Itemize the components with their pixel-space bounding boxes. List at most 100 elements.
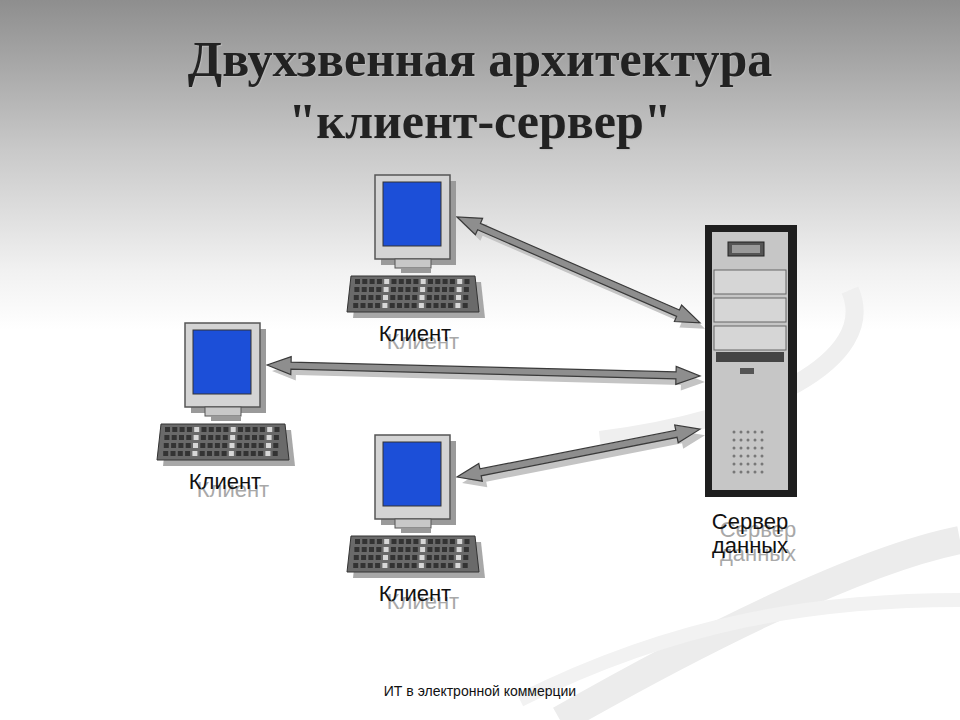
key bbox=[406, 279, 411, 284]
key bbox=[231, 427, 236, 432]
key bbox=[178, 451, 183, 456]
key bbox=[384, 287, 389, 292]
key bbox=[178, 443, 183, 448]
key bbox=[399, 279, 404, 284]
vent-hole bbox=[733, 431, 736, 434]
key bbox=[435, 547, 440, 552]
key bbox=[258, 451, 263, 456]
key bbox=[434, 563, 439, 568]
key bbox=[390, 303, 395, 308]
key bbox=[392, 539, 397, 544]
key bbox=[412, 555, 417, 560]
key bbox=[455, 563, 460, 568]
vent-hole bbox=[747, 447, 750, 450]
key bbox=[442, 287, 447, 292]
key bbox=[450, 279, 455, 284]
key bbox=[457, 287, 462, 292]
key bbox=[172, 435, 177, 440]
key bbox=[441, 555, 446, 560]
computer-icon bbox=[345, 172, 485, 322]
tower-front bbox=[712, 232, 788, 490]
key bbox=[245, 427, 250, 432]
key bbox=[193, 443, 198, 448]
screen bbox=[383, 182, 441, 246]
vent-hole bbox=[761, 431, 764, 434]
key bbox=[384, 279, 389, 284]
double-arrow bbox=[267, 357, 705, 391]
key bbox=[370, 539, 375, 544]
vent-hole bbox=[733, 455, 736, 458]
key bbox=[244, 451, 249, 456]
key bbox=[413, 539, 418, 544]
key bbox=[252, 435, 257, 440]
key bbox=[390, 555, 395, 560]
key bbox=[355, 539, 360, 544]
monitor-body bbox=[185, 323, 260, 407]
key bbox=[200, 443, 205, 448]
key bbox=[179, 435, 184, 440]
key bbox=[448, 563, 453, 568]
key bbox=[413, 287, 418, 292]
swoosh bbox=[520, 600, 960, 700]
key bbox=[457, 279, 462, 284]
key bbox=[207, 451, 212, 456]
vent-hole bbox=[754, 431, 757, 434]
key bbox=[274, 435, 279, 440]
vent-hole bbox=[733, 463, 736, 466]
key bbox=[420, 295, 425, 300]
keyboard bbox=[347, 276, 479, 312]
key bbox=[186, 435, 191, 440]
key bbox=[251, 443, 256, 448]
swoosh bbox=[560, 540, 960, 720]
drive-bay bbox=[714, 298, 786, 322]
screen bbox=[383, 442, 441, 506]
vent-hole bbox=[747, 455, 750, 458]
screen bbox=[193, 330, 251, 394]
drive-bay bbox=[714, 326, 786, 350]
vent-hole bbox=[747, 471, 750, 474]
key bbox=[382, 303, 387, 308]
key bbox=[463, 303, 468, 308]
vent-hole bbox=[740, 471, 743, 474]
key bbox=[214, 451, 219, 456]
key bbox=[399, 539, 404, 544]
stand-shadow bbox=[401, 528, 431, 533]
key bbox=[354, 547, 359, 552]
key bbox=[273, 451, 278, 456]
key bbox=[275, 427, 280, 432]
client-node: Клиент bbox=[155, 320, 295, 494]
key bbox=[398, 287, 403, 292]
key bbox=[185, 451, 190, 456]
key bbox=[406, 287, 411, 292]
key bbox=[361, 303, 366, 308]
key bbox=[361, 555, 366, 560]
key bbox=[435, 539, 440, 544]
key bbox=[362, 539, 367, 544]
key bbox=[376, 287, 381, 292]
key bbox=[428, 279, 433, 284]
key bbox=[390, 563, 395, 568]
key bbox=[259, 435, 264, 440]
key bbox=[376, 547, 381, 552]
vent-hole bbox=[733, 471, 736, 474]
key bbox=[369, 547, 374, 552]
stand-shadow bbox=[401, 268, 431, 273]
vent-hole bbox=[761, 439, 764, 442]
key bbox=[355, 279, 360, 284]
display-panel bbox=[728, 242, 764, 256]
key bbox=[463, 295, 468, 300]
key bbox=[194, 427, 199, 432]
server-node: Сервер данных bbox=[695, 222, 805, 558]
key bbox=[434, 303, 439, 308]
key bbox=[443, 279, 448, 284]
client-node: Клиент bbox=[345, 432, 485, 606]
key bbox=[222, 443, 227, 448]
key bbox=[362, 287, 367, 292]
key bbox=[377, 279, 382, 284]
key bbox=[443, 539, 448, 544]
double-arrow bbox=[457, 217, 705, 329]
key bbox=[442, 547, 447, 552]
key bbox=[362, 279, 367, 284]
key bbox=[186, 443, 191, 448]
key bbox=[164, 435, 169, 440]
